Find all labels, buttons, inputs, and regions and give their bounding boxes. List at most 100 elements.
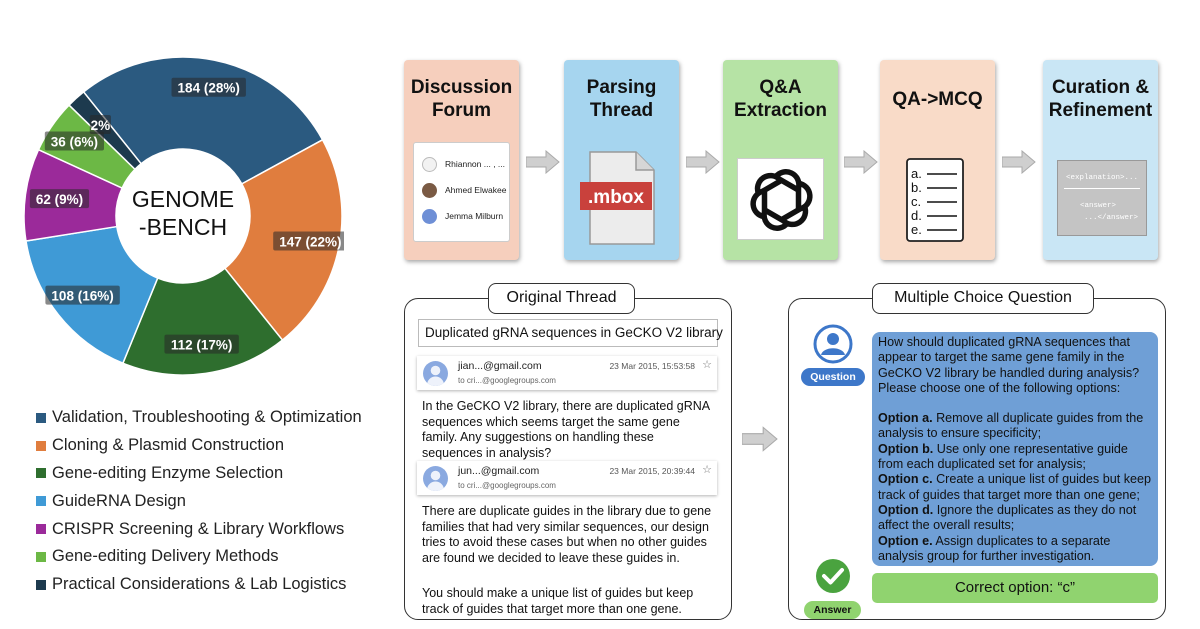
donut-label-bg: [273, 231, 344, 251]
right-arrow-icon: [742, 426, 778, 452]
option-key: Option c.: [878, 472, 933, 487]
stage-title-line: Discussion: [410, 77, 513, 98]
code-line: ...</answer>: [1084, 214, 1139, 222]
legend-swatch: [36, 412, 46, 423]
legend-label: Gene-editing Delivery Methods: [52, 547, 279, 566]
stage-title-line: Q&A: [759, 77, 802, 98]
donut-label-bg: [29, 189, 90, 209]
donut-data-label: 184 (28%): [178, 81, 240, 96]
forum-user-list: Rhiannon ... , ... Ahmed Elwakee Jemma M…: [413, 142, 510, 242]
legend-label: GuideRNA Design: [52, 491, 186, 510]
option-text: Remove all duplicate guides from the ana…: [878, 411, 1144, 441]
legend-label: Practical Considerations & Lab Logistics: [52, 575, 347, 594]
person-photo-avatar-icon: [422, 182, 437, 198]
stage-title-line: Forum: [431, 100, 492, 121]
legend-item: Validation, Troubleshooting & Optimizati…: [36, 404, 396, 432]
list-marker: d.: [911, 208, 922, 223]
forum-user-name: Rhiannon ... , ...: [445, 159, 506, 169]
stage-title-line: Thread: [589, 100, 654, 121]
chart-legend: Validation, Troubleshooting & Optimizati…: [36, 404, 396, 599]
code-divider: [1064, 188, 1140, 189]
original-thread-tag: Original Thread: [488, 283, 635, 314]
openai-logo-icon: [737, 158, 824, 240]
star-icon[interactable]: ☆: [702, 359, 712, 371]
stage-qa-to-mcq: QA->MCQ a. b. c. d. e.: [880, 60, 995, 260]
email-header: jian...@gmail.com to cri...@googlegroups…: [417, 356, 717, 390]
mcq-tag: Multiple Choice Question: [872, 283, 1094, 314]
email-body: There are duplicate guides in the librar…: [422, 504, 712, 565]
donut-data-label: 2%: [91, 118, 111, 133]
legend-swatch: [36, 551, 46, 562]
star-icon[interactable]: ☆: [702, 464, 712, 476]
donut-data-label: 112 (17%): [171, 338, 233, 353]
donut-segment: [82, 56, 324, 185]
right-arrow-icon: [1002, 150, 1036, 174]
right-arrow-icon: [844, 150, 878, 174]
list-marker: e.: [911, 222, 922, 237]
option-key: Option a.: [878, 411, 933, 426]
legend-label: Validation, Troubleshooting & Optimizati…: [52, 408, 362, 427]
mbox-label: .mbox: [588, 187, 644, 208]
stage-title-line: Parsing: [586, 77, 657, 98]
original-thread-panel: Duplicated gRNA sequences in GeCKO V2 li…: [404, 298, 732, 620]
legend-item: CRISPR Screening & Library Workflows: [36, 515, 396, 543]
list-marker: b.: [911, 180, 922, 195]
check-circle-icon: [816, 559, 850, 593]
stage-title: Curation &Refinement: [1043, 76, 1158, 122]
mcq-option: Option b. Use only one representative gu…: [878, 442, 1152, 473]
mcq-option: Option a. Remove all duplicate guides fr…: [878, 411, 1152, 442]
person-avatar-icon: [422, 208, 437, 224]
donut-label-bg: [164, 334, 239, 354]
right-arrow-icon: [686, 150, 720, 174]
legend-item: Gene-editing Delivery Methods: [36, 543, 396, 571]
legend-item: Cloning & Plasmid Construction: [36, 432, 396, 460]
rabbit-avatar-icon: [422, 156, 437, 172]
email-sender: jian...@gmail.com: [458, 360, 542, 372]
legend-label: CRISPR Screening & Library Workflows: [52, 519, 345, 538]
forum-user-name: Ahmed Elwakee: [445, 185, 507, 195]
genome-bench-donut-chart: 184 (28%) 147 (22%) 112 (17%) 108 (16%) 62 (…: [23, 56, 344, 376]
donut-label-bg: [89, 114, 111, 134]
email-header: jun...@gmail.com to cri...@googlegroups.…: [417, 461, 717, 495]
stage-curation-refinement: Curation &Refinement <explanation>... <a…: [1043, 60, 1158, 260]
option-text: Ignore the duplicates as they do not aff…: [878, 502, 1137, 533]
user-circle-icon: [813, 324, 853, 364]
option-text: Create a unique list of guides but keep …: [878, 472, 1152, 502]
email-date: 23 Mar 2015, 15:53:58: [609, 361, 695, 371]
person-avatar-icon: [423, 466, 448, 491]
donut-center-line-2: -BENCH: [139, 214, 227, 240]
donut-label-bg: [171, 77, 246, 97]
option-key: Option b.: [878, 441, 934, 456]
email-date: 23 Mar 2015, 20:39:44: [609, 466, 695, 476]
forum-user-row: Ahmed Elwakee: [414, 177, 509, 203]
donut-label-bg: [45, 285, 120, 305]
option-key: Option e.: [878, 533, 933, 548]
stage-title-line: Refinement: [1048, 100, 1153, 121]
mcq-question-text: How should duplicated gRNA sequences tha…: [878, 335, 1140, 395]
mbox-file-icon: .mbox: [580, 151, 655, 245]
correct-answer-box: Correct option: “c”: [872, 573, 1158, 603]
legend-swatch: [36, 524, 46, 535]
donut-label-bg: [44, 131, 105, 151]
forum-user-row: Jemma Milburn: [414, 203, 509, 229]
forum-user-row: Rhiannon ... , ...: [414, 151, 509, 177]
mcq-option: Option e. Assign duplicates to a separat…: [878, 534, 1152, 565]
curation-code-card: <explanation>... <answer> ...</answer>: [1057, 160, 1147, 236]
option-text: Assign duplicates to a separate analysis…: [878, 533, 1111, 563]
donut-data-label: 62 (9%): [36, 192, 83, 207]
option-key: Option d.: [878, 502, 934, 517]
checklist-document-icon: a. b. c. d. e.: [906, 158, 964, 242]
legend-label: Gene-editing Enzyme Selection: [52, 463, 284, 482]
legend-label: Cloning & Plasmid Construction: [52, 436, 285, 455]
list-marker: a.: [911, 166, 922, 181]
donut-data-label: 147 (22%): [279, 235, 341, 250]
stage-title-line: Curation &: [1051, 77, 1150, 98]
thread-subject: Duplicated gRNA sequences in GeCKO V2 li…: [418, 319, 723, 347]
donut-segment: [121, 267, 284, 376]
donut-data-label: 108 (16%): [51, 289, 113, 304]
